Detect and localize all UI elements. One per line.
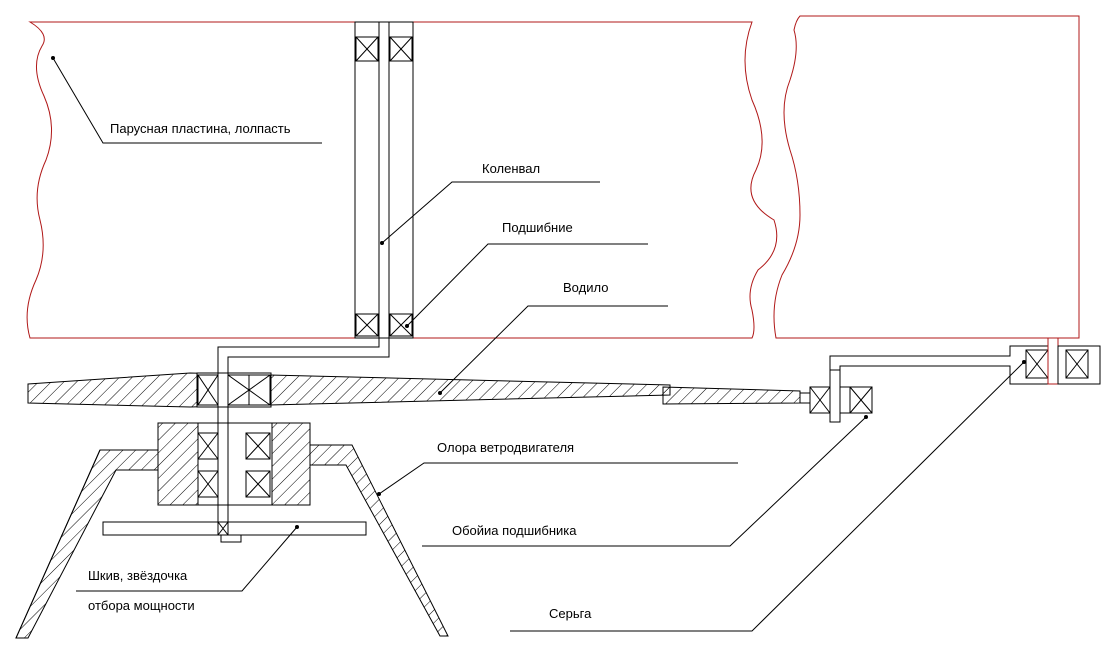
carrier-arm-left xyxy=(27,372,671,408)
bearing-housing xyxy=(157,422,311,506)
label-bearing-cage: Обойиа подшибника xyxy=(452,523,577,538)
carrier-arm-right xyxy=(662,369,873,423)
support-frame xyxy=(15,444,449,639)
earring-link xyxy=(829,337,1101,385)
sail-plate-right xyxy=(773,15,1080,339)
label-sail-plate: Парусная пластина, лолпасть xyxy=(110,121,291,136)
label-pulley-line1: Шкив, звёздочка xyxy=(88,568,188,583)
crank-bottom-bearings xyxy=(355,313,413,337)
carrier-hub xyxy=(196,372,272,408)
crank-top-bearings xyxy=(355,36,413,62)
crank-frame xyxy=(354,21,414,339)
label-bearing: Подшибние xyxy=(502,220,573,235)
leaders xyxy=(51,56,1026,632)
label-crankshaft: Коленвал xyxy=(482,161,540,176)
label-wind-engine-support: Олора ветродвигателя xyxy=(437,440,574,455)
label-earring: Серьга xyxy=(549,606,592,621)
sail-plate-left xyxy=(26,21,414,339)
sail-plate-middle xyxy=(412,21,778,339)
label-pulley-line2: отбора мощности xyxy=(88,598,195,613)
label-carrier: Водило xyxy=(563,280,608,295)
pulley xyxy=(102,521,367,543)
